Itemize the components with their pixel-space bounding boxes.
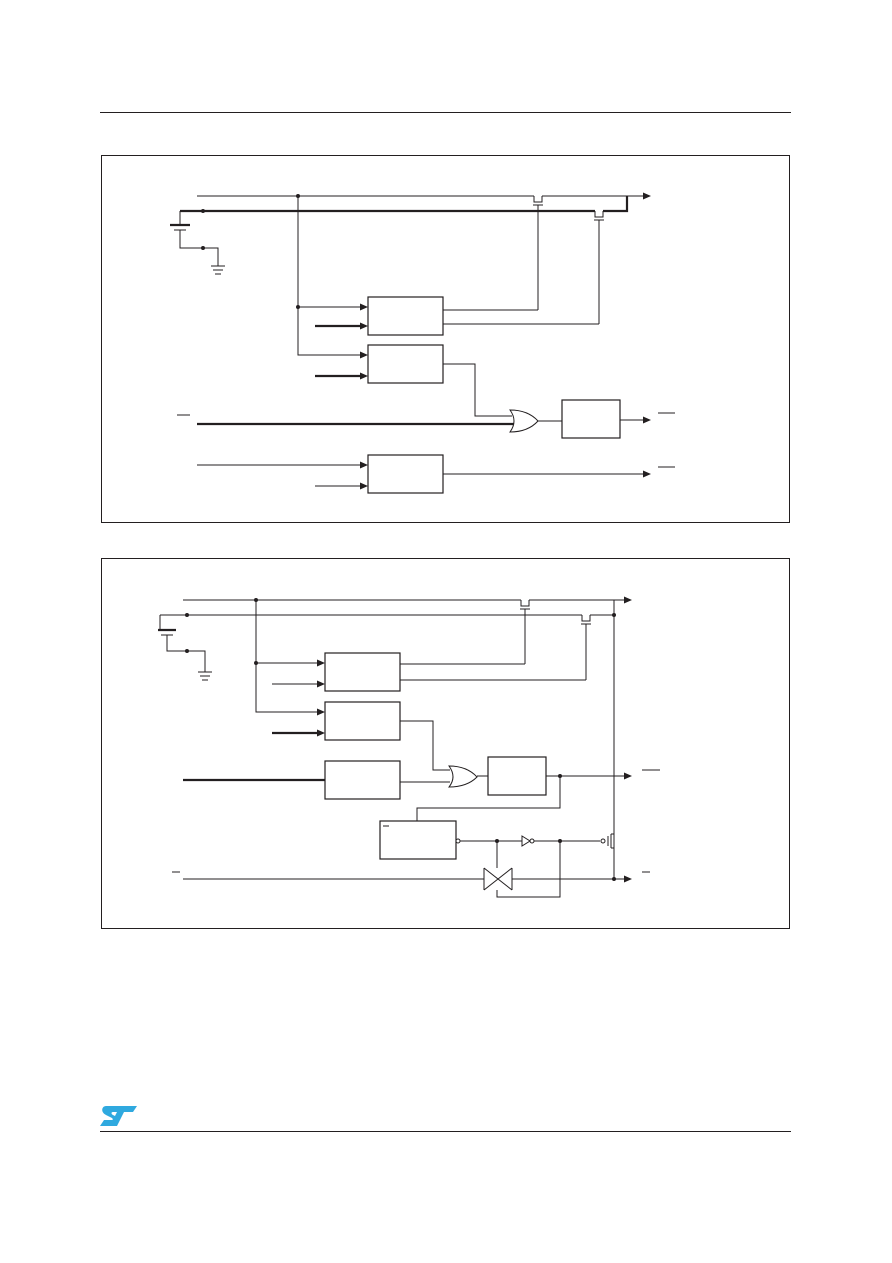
footer-rule [100, 1131, 791, 1132]
figure-2-frame [101, 558, 790, 929]
header-rule [100, 112, 791, 113]
figure-2-schematic [158, 596, 660, 898]
st-logo-icon [100, 1104, 138, 1128]
figure-1-schematic [170, 192, 675, 494]
figure-1-frame [101, 155, 790, 523]
